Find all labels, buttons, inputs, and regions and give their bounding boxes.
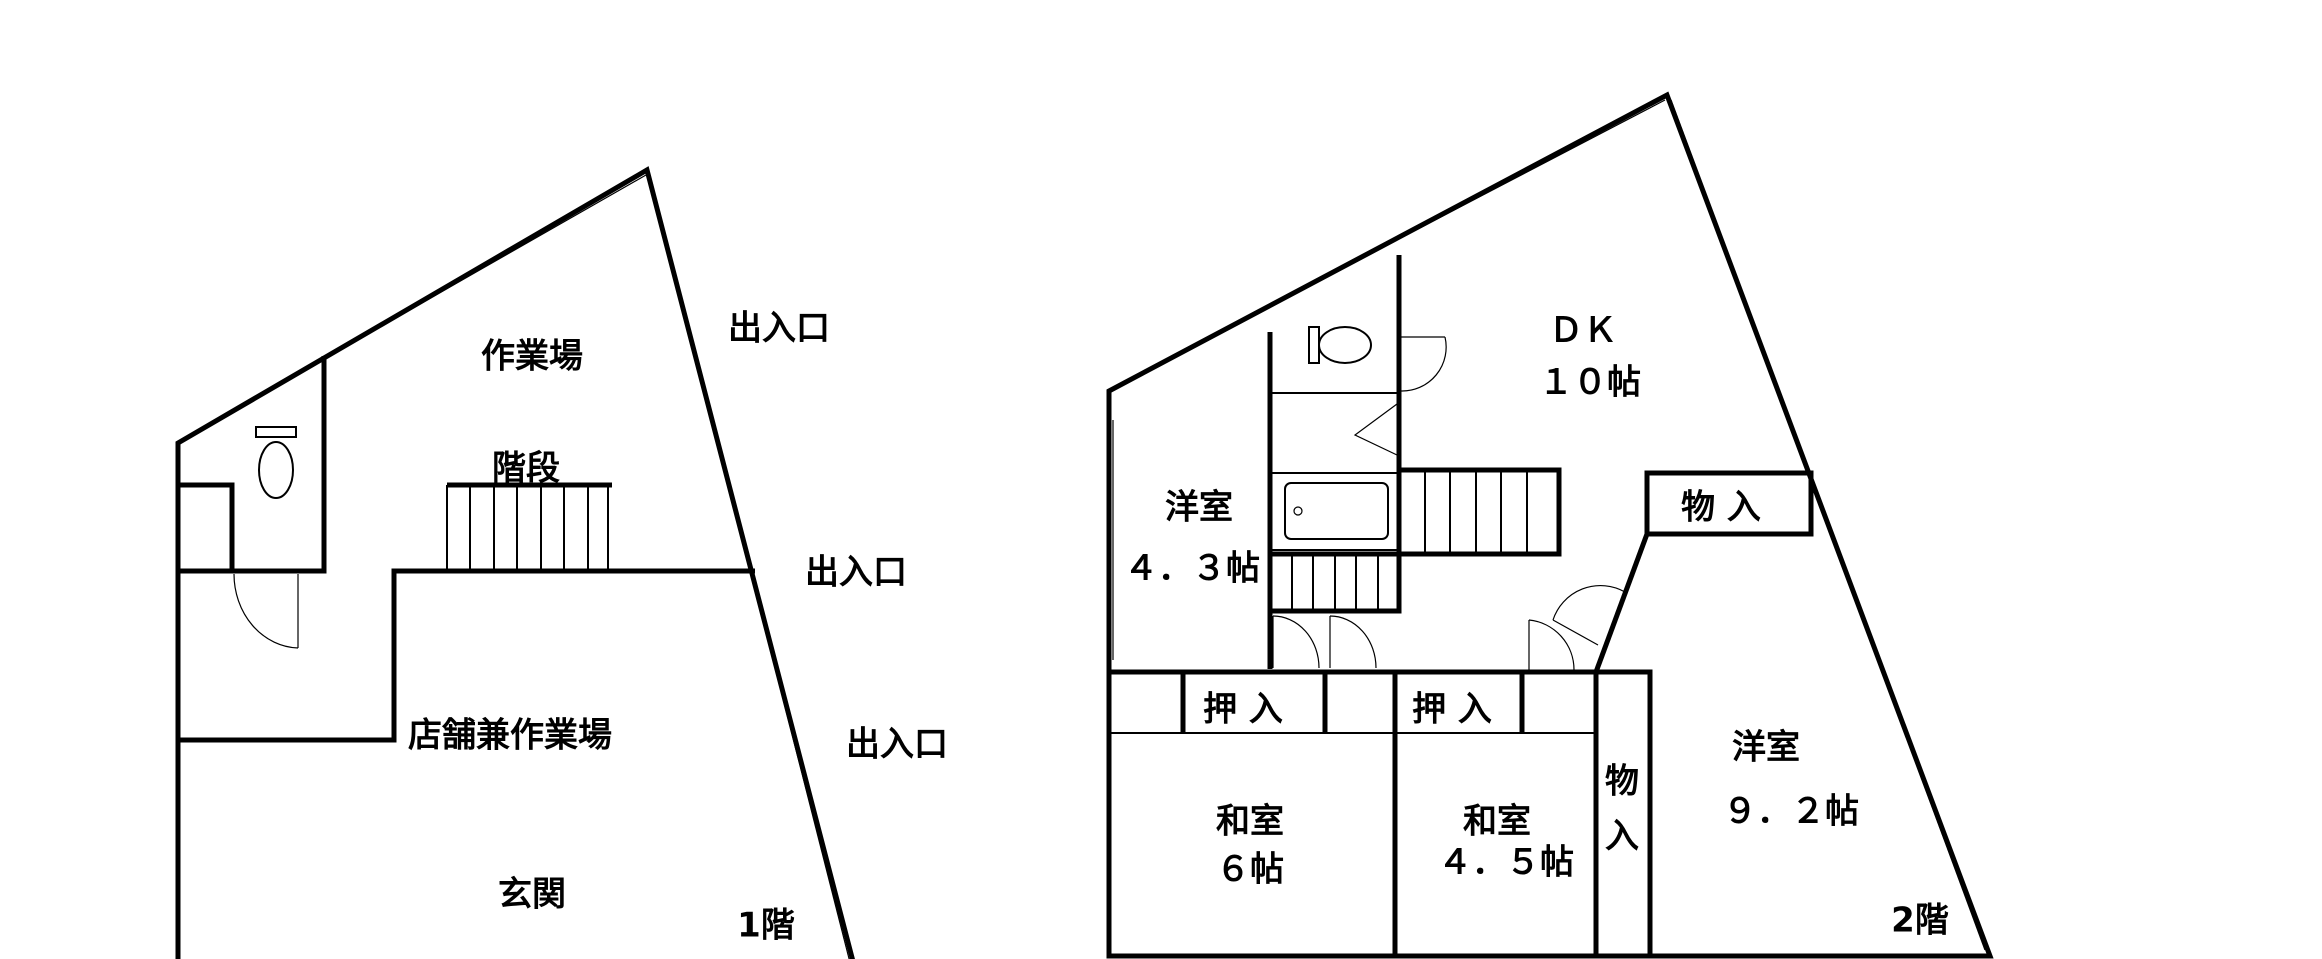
closet-label-1: 押 入 — [1203, 690, 1283, 730]
toilet-wall — [178, 356, 327, 574]
storage-closet-top — [1644, 470, 1814, 537]
room-label-workshop: 作業場 — [481, 337, 583, 377]
room-label-dk: ＤＫ — [1549, 311, 1617, 351]
room-label-western-1: 洋室 — [1165, 488, 1233, 528]
door-swing-arc — [1552, 585, 1626, 621]
floor-1-plan: 作業場 階段 店舗兼作業場 玄関 出入口 出入口 出入口 1階 — [175, 166, 948, 959]
floor-2-title: 2階 — [1891, 901, 1949, 941]
window-line — [181, 174, 647, 441]
room-label-japanese-1: 和室 — [1216, 802, 1284, 842]
door-label-entry-2: 出入口 — [805, 553, 907, 593]
room-label-japanese-2: 和室 — [1463, 802, 1531, 842]
door-swing-arc — [1528, 619, 1575, 671]
door-label-entry-3: 出入口 — [846, 725, 948, 765]
stairs — [446, 482, 612, 571]
door-swing-arc — [1272, 615, 1320, 669]
room-label-stairs: 階段 — [492, 449, 560, 489]
window-line — [1112, 99, 1666, 389]
window-line — [1670, 99, 1986, 951]
room-label-entrance: 玄関 — [498, 875, 566, 915]
room-size-western-1: ４．３帖 — [1124, 549, 1260, 589]
room-size-japanese-1: ６帖 — [1216, 850, 1284, 890]
door-swing-arc — [1400, 336, 1447, 392]
floor-2-outer-wall — [1106, 91, 1994, 959]
floor-1-outer-wall — [175, 166, 855, 959]
toilet-icon — [1308, 326, 1372, 364]
toilet-icon — [255, 426, 297, 499]
room-size-western-2: ９．２帖 — [1723, 792, 1859, 832]
door-swing — [1353, 403, 1398, 456]
door-swing-arc — [1329, 615, 1377, 669]
door-swing-arc — [233, 573, 299, 649]
window-line — [649, 174, 850, 959]
floor-1-title: 1階 — [737, 906, 795, 946]
storage-label-vertical-2: 入 — [1605, 817, 1639, 857]
storage-label-top: 物 入 — [1681, 488, 1761, 528]
room-label-shop-workshop: 店舗兼作業場 — [408, 716, 612, 756]
interior-wall — [1593, 533, 1650, 673]
interior-wall — [178, 568, 755, 743]
stairs-lower — [1267, 551, 1402, 614]
closet-label-2: 押 入 — [1412, 690, 1492, 730]
room-size-japanese-2: ４．５帖 — [1438, 843, 1574, 883]
door-label-entry-1: 出入口 — [728, 309, 830, 349]
stairs-upper — [1396, 467, 1562, 557]
storage-label-vertical-1: 物 — [1605, 762, 1639, 802]
floor-2-plan: ＤＫ １０帖 洋室 ４．３帖 物 入 押 入 押 入 物 入 洋室 ９．２帖 和… — [1106, 91, 1994, 959]
room-label-western-2: 洋室 — [1732, 728, 1800, 768]
room-size-dk: １０帖 — [1539, 363, 1641, 403]
storage-closet-vertical — [1593, 669, 1653, 959]
bathtub-icon — [1284, 482, 1389, 540]
closet-wall — [178, 482, 235, 571]
